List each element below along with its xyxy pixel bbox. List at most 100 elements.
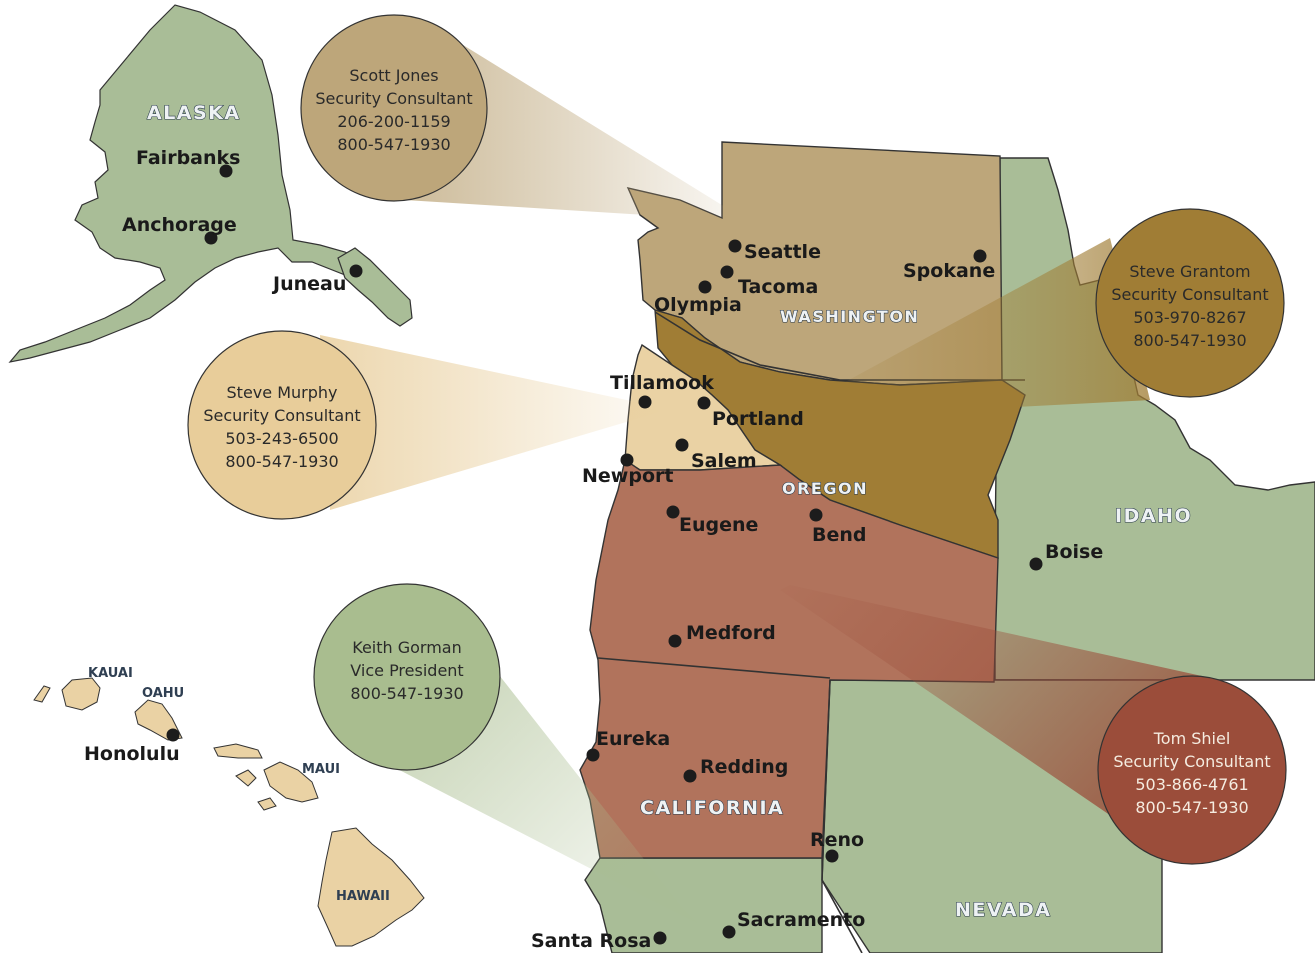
city-label-tacoma: Tacoma <box>738 276 818 298</box>
dot-anchorage <box>204 231 218 245</box>
contact-grantom-circle <box>1095 208 1285 398</box>
dot-reno <box>825 849 839 863</box>
contact-murphy-name: Steve Murphy <box>227 383 338 402</box>
city-label-portland: Portland <box>712 408 804 430</box>
contact-grantom: Steve Grantom Security Consultant 503-97… <box>1095 208 1285 398</box>
contact-shiel-name: Tom Shiel <box>1153 729 1231 748</box>
contact-gorman: Keith Gorman Vice President 800-547-1930 <box>313 583 501 771</box>
state-labels: ALASKA WASHINGTON OREGON IDAHO CALIFORNI… <box>146 101 1192 921</box>
kauai-shape <box>61 677 101 711</box>
contact-gorman-title: Vice President <box>350 661 463 680</box>
city-label-eureka: Eureka <box>596 728 670 750</box>
dot-bend <box>809 508 823 522</box>
contact-grantom-name: Steve Grantom <box>1129 262 1250 281</box>
contact-scott-toll-free: 800-547-1930 <box>337 135 450 154</box>
island-labels: KAUAI OAHU MAUI HAWAII <box>88 666 390 904</box>
contact-murphy-phone: 503-243-6500 <box>225 429 338 448</box>
dot-redding <box>683 769 697 783</box>
city-label-seattle: Seattle <box>744 241 821 263</box>
state-label-washington: WASHINGTON <box>780 307 919 326</box>
maui-shape <box>263 761 319 803</box>
contact-murphy-title: Security Consultant <box>203 406 360 425</box>
ca-nv-border <box>821 679 863 953</box>
dot-boise <box>1029 557 1043 571</box>
state-label-idaho: IDAHO <box>1115 505 1192 527</box>
grantom-cone <box>805 238 1150 418</box>
dot-portland <box>697 396 711 410</box>
dot-newport <box>620 453 634 467</box>
island-label-maui: MAUI <box>302 762 340 777</box>
contact-scott-title: Security Consultant <box>315 89 472 108</box>
city-label-fairbanks: Fairbanks <box>136 147 240 169</box>
state-label-alaska: ALASKA <box>147 102 241 124</box>
niihau-shape <box>33 685 51 703</box>
city-label-sacramento: Sacramento <box>737 909 865 931</box>
contact-shiel-circle <box>1097 675 1287 865</box>
dot-tillamook <box>638 395 652 409</box>
juneau-islands <box>337 247 413 327</box>
state-label-nevada: NEVADA <box>955 899 1051 921</box>
city-label-spokane: Spokane <box>903 260 995 282</box>
city-label-santa-rosa: Santa Rosa <box>531 930 651 952</box>
dot-sacramento <box>722 925 736 939</box>
island-label-kauai: KAUAI <box>88 666 133 681</box>
contact-grantom-toll-free: 800-547-1930 <box>1133 331 1246 350</box>
alaska-shape <box>8 4 411 363</box>
dot-fairbanks <box>219 164 233 178</box>
city-label-reno: Reno <box>810 829 864 851</box>
contact-gorman-name: Keith Gorman <box>352 638 462 657</box>
contact-scott-circle <box>300 14 488 202</box>
scott-cone <box>405 40 760 222</box>
dot-spokane <box>973 249 987 263</box>
city-label-newport: Newport <box>582 465 673 487</box>
contact-murphy-circle <box>187 330 377 520</box>
contact-shiel-toll-free: 800-547-1930 <box>1135 798 1248 817</box>
dot-olympia <box>698 280 712 294</box>
city-label-olympia: Olympia <box>654 294 742 316</box>
or-ca-border <box>597 657 831 679</box>
city-labels: Fairbanks Anchorage Juneau Seattle Tacom… <box>84 147 1103 952</box>
state-label-california: CALIFORNIA <box>640 797 784 819</box>
island-label-oahu: OAHU <box>142 686 184 701</box>
city-label-anchorage: Anchorage <box>122 214 237 236</box>
city-label-boise: Boise <box>1045 541 1103 563</box>
city-dots <box>166 164 1043 945</box>
contact-scott: Scott Jones Security Consultant 206-200-… <box>300 14 488 202</box>
contact-murphy: Steve Murphy Security Consultant 503-243… <box>187 330 377 520</box>
contact-gorman-toll-free: 800-547-1930 <box>350 684 463 703</box>
island-label-hawaii: HAWAII <box>336 889 390 904</box>
murphy-cone <box>320 335 660 510</box>
dot-honolulu <box>166 728 180 742</box>
south-oregon-shape <box>579 458 999 859</box>
city-label-medford: Medford <box>686 622 776 644</box>
hawaii-region <box>33 677 425 947</box>
dot-salem <box>675 438 689 452</box>
dot-santa-rosa <box>653 931 667 945</box>
city-label-tillamook: Tillamook <box>610 372 714 394</box>
dot-medford <box>668 634 682 648</box>
lanai-shape <box>235 769 257 787</box>
contact-shiel: Tom Shiel Security Consultant 503-866-47… <box>1097 675 1287 865</box>
city-label-salem: Salem <box>691 450 757 472</box>
contact-scott-phone: 206-200-1159 <box>337 112 450 131</box>
city-label-redding: Redding <box>700 756 788 778</box>
molokai-shape <box>213 743 263 759</box>
contact-grantom-title: Security Consultant <box>1111 285 1268 304</box>
contact-shiel-phone: 503-866-4761 <box>1135 775 1248 794</box>
city-label-juneau: Juneau <box>271 273 346 295</box>
dot-eugene <box>666 505 680 519</box>
state-label-oregon: OREGON <box>782 479 868 498</box>
kahoolawe-shape <box>257 797 277 811</box>
dot-seattle <box>728 239 742 253</box>
contact-grantom-phone: 503-970-8267 <box>1133 308 1246 327</box>
city-label-bend: Bend <box>812 524 867 546</box>
dot-eureka <box>586 748 600 762</box>
contact-shiel-title: Security Consultant <box>1113 752 1270 771</box>
contact-scott-name: Scott Jones <box>349 66 438 85</box>
city-label-honolulu: Honolulu <box>84 743 180 765</box>
big-island-shape <box>317 827 425 947</box>
city-label-eugene: Eugene <box>679 514 758 536</box>
contact-murphy-toll-free: 800-547-1930 <box>225 452 338 471</box>
dot-juneau <box>349 264 363 278</box>
